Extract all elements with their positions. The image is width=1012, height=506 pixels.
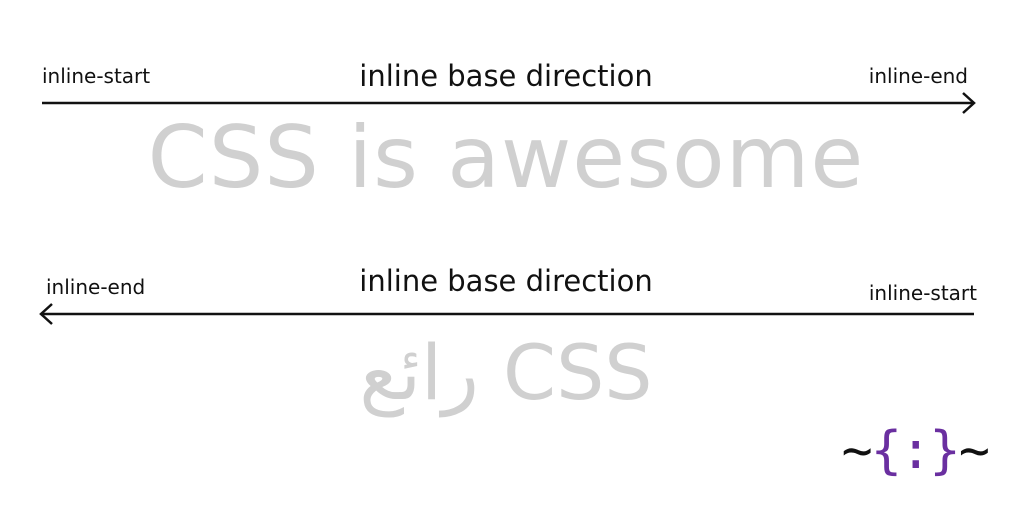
ltr-direction-title: inline base direction: [359, 59, 653, 93]
brand-logo: ~{:}~: [841, 425, 990, 477]
logo-right-tilde: ~: [958, 421, 990, 481]
ltr-arrowhead: [962, 92, 976, 114]
ltr-sample-text: CSS is awesome: [147, 108, 865, 208]
rtl-arrowhead: [39, 303, 53, 325]
ltr-inline-start-label: inline-start: [42, 64, 151, 88]
ltr-inline-end-label: inline-end: [868, 64, 968, 88]
logo-open-brace: {: [870, 421, 902, 481]
rtl-inline-end-label: inline-end: [46, 275, 146, 299]
logo-close-brace: }: [929, 421, 960, 481]
logo-colon: :: [900, 421, 931, 481]
logo-left-tilde: ~: [841, 421, 872, 481]
rtl-direction-title: inline base direction: [359, 264, 653, 298]
rtl-sample-text: CSS رائع: [359, 328, 653, 417]
rtl-inline-start-label: inline-start: [868, 281, 977, 305]
